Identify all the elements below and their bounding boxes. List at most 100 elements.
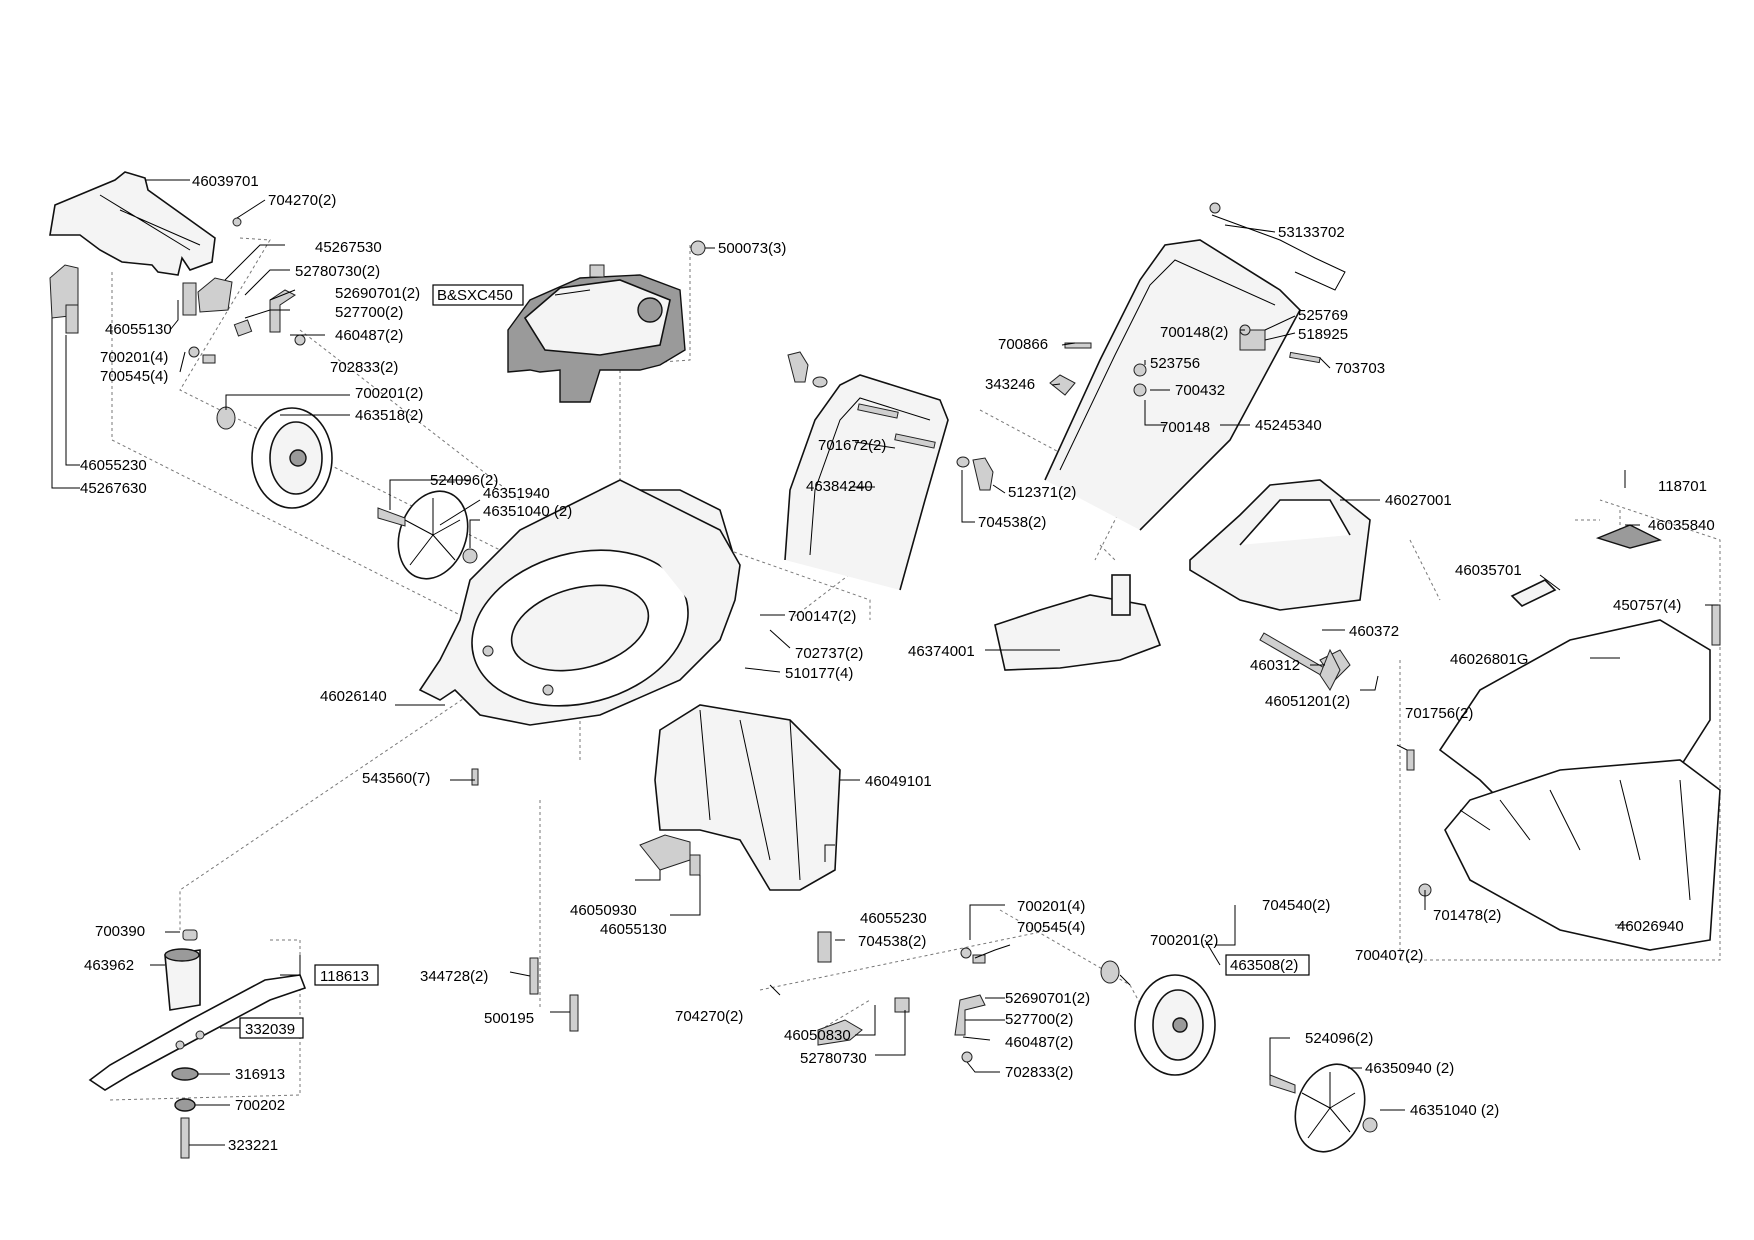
part-label: 701756(2) [1405, 705, 1473, 722]
part-label: 46351940 [483, 485, 550, 502]
part-label: 702833(2) [1005, 1064, 1073, 1081]
part-label: 704538(2) [978, 514, 1046, 531]
part-label: 45245340 [1255, 417, 1322, 434]
part-label: 46351040 (2) [483, 503, 572, 520]
part-label: 52780730(2) [295, 263, 380, 280]
spacer-plate [233, 319, 253, 337]
part-label: 118701 [1658, 478, 1707, 495]
part-label: 46051201(2) [1265, 693, 1350, 710]
part-label: 46026801G [1450, 651, 1528, 668]
part-label: 524096(2) [1305, 1030, 1373, 1047]
blade-kit-label-box [314, 964, 379, 986]
part-label: 512371(2) [1008, 484, 1076, 501]
part-label: 46035701 [1455, 562, 1522, 579]
part-label: 702833(2) [330, 359, 398, 376]
catcher-cover [1510, 579, 1557, 607]
part-label: 704540(2) [1262, 897, 1330, 914]
part-label: 700201(2) [355, 385, 423, 402]
grass-catcher-bag [1444, 759, 1721, 951]
part-label: 525769 [1298, 307, 1348, 324]
part-label: 450757(4) [1613, 597, 1681, 614]
part-label: 46039701 [192, 173, 259, 190]
part-label: 344728(2) [420, 968, 488, 985]
part-label: 463962 [84, 957, 134, 974]
engine-label-box [432, 284, 524, 306]
catcher-indicator [1595, 524, 1662, 549]
part-label: 52780730 [800, 1050, 867, 1067]
part-label: 46050830 [784, 1027, 851, 1044]
lever-bracket [269, 289, 296, 333]
part-label: 702737(2) [795, 645, 863, 662]
mulch-plug [994, 594, 1162, 671]
part-label: 700407(2) [1355, 947, 1423, 964]
part-label: 700866 [998, 336, 1048, 353]
chute-frame [654, 704, 841, 891]
part-label: 523756 [1150, 355, 1200, 372]
part-label: 700148 [1160, 419, 1210, 436]
part-label: 46055130 [600, 921, 667, 938]
blade-bolt [180, 1117, 190, 1159]
part-label: 46055130 [105, 321, 172, 338]
part-labels: 46039701 704270(2) 45267530 52780730(2) … [80, 173, 1715, 1154]
part-label: 527700(2) [1005, 1011, 1073, 1028]
part-label: 704538(2) [858, 933, 926, 950]
part-label: 45267530 [315, 239, 382, 256]
mounting-plate [65, 304, 79, 334]
part-label: 460487(2) [1005, 1034, 1073, 1051]
rear-deflector-flap [49, 171, 216, 276]
part-label: 46050930 [570, 902, 637, 919]
part-label: 316913 [235, 1066, 285, 1083]
part-label: 46374001 [908, 643, 975, 660]
part-label: 52690701(2) [335, 285, 420, 302]
height-adjust-plate [197, 277, 233, 313]
part-label: 460372 [1349, 623, 1399, 640]
part-label: 46027001 [1385, 492, 1452, 509]
part-label: 46384240 [806, 478, 873, 495]
screw [569, 994, 579, 1032]
part-label: 46055230 [80, 457, 147, 474]
lower-handle [784, 374, 949, 591]
part-label: 46035840 [1648, 517, 1715, 534]
leader-lines [51, 179, 1718, 1146]
part-label: 500195 [484, 1010, 534, 1027]
part-label: 704270(2) [268, 192, 336, 209]
nut [174, 1098, 196, 1112]
part-label: 463508(2) [1230, 957, 1298, 974]
part-label: 53133702 [1278, 224, 1345, 241]
part-label: 700147(2) [788, 608, 856, 625]
screw [529, 957, 539, 995]
part-label: 46026940 [1617, 918, 1684, 935]
part-drawings [49, 171, 1721, 1159]
part-label: 323221 [228, 1137, 278, 1154]
part-label: 46049101 [865, 773, 932, 790]
wheel-label-box [1225, 954, 1310, 976]
part-label: 118613 [320, 968, 369, 985]
part-label: 704270(2) [675, 1008, 743, 1025]
part-label: 700201(4) [100, 349, 168, 366]
part-label: 701478(2) [1433, 907, 1501, 924]
part-label: 343246 [985, 376, 1035, 393]
part-label: B&SXC450 [437, 287, 513, 304]
part-label: 701672(2) [818, 437, 886, 454]
part-label: 700201(4) [1017, 898, 1085, 915]
part-label: 460487(2) [335, 327, 403, 344]
part-label: 700545(4) [100, 368, 168, 385]
part-label: 524096(2) [430, 472, 498, 489]
part-label: 460312 [1250, 657, 1300, 674]
part-label: 518925 [1298, 326, 1348, 343]
mounting-plate [182, 282, 197, 316]
part-label: 700390 [95, 923, 145, 940]
part-label: 46055230 [860, 910, 927, 927]
part-label: 700201(2) [1150, 932, 1218, 949]
part-label: 46350940 (2) [1365, 1060, 1454, 1077]
part-label: 700148(2) [1160, 324, 1228, 341]
part-label: 500073(3) [718, 240, 786, 257]
part-label: 45267630 [80, 480, 147, 497]
part-label: 463518(2) [355, 407, 423, 424]
part-label: 700432 [1175, 382, 1225, 399]
part-label: 700202 [235, 1097, 285, 1114]
part-label: 703703 [1335, 360, 1385, 377]
washer [171, 1067, 199, 1081]
part-label: 543560(7) [362, 770, 430, 787]
